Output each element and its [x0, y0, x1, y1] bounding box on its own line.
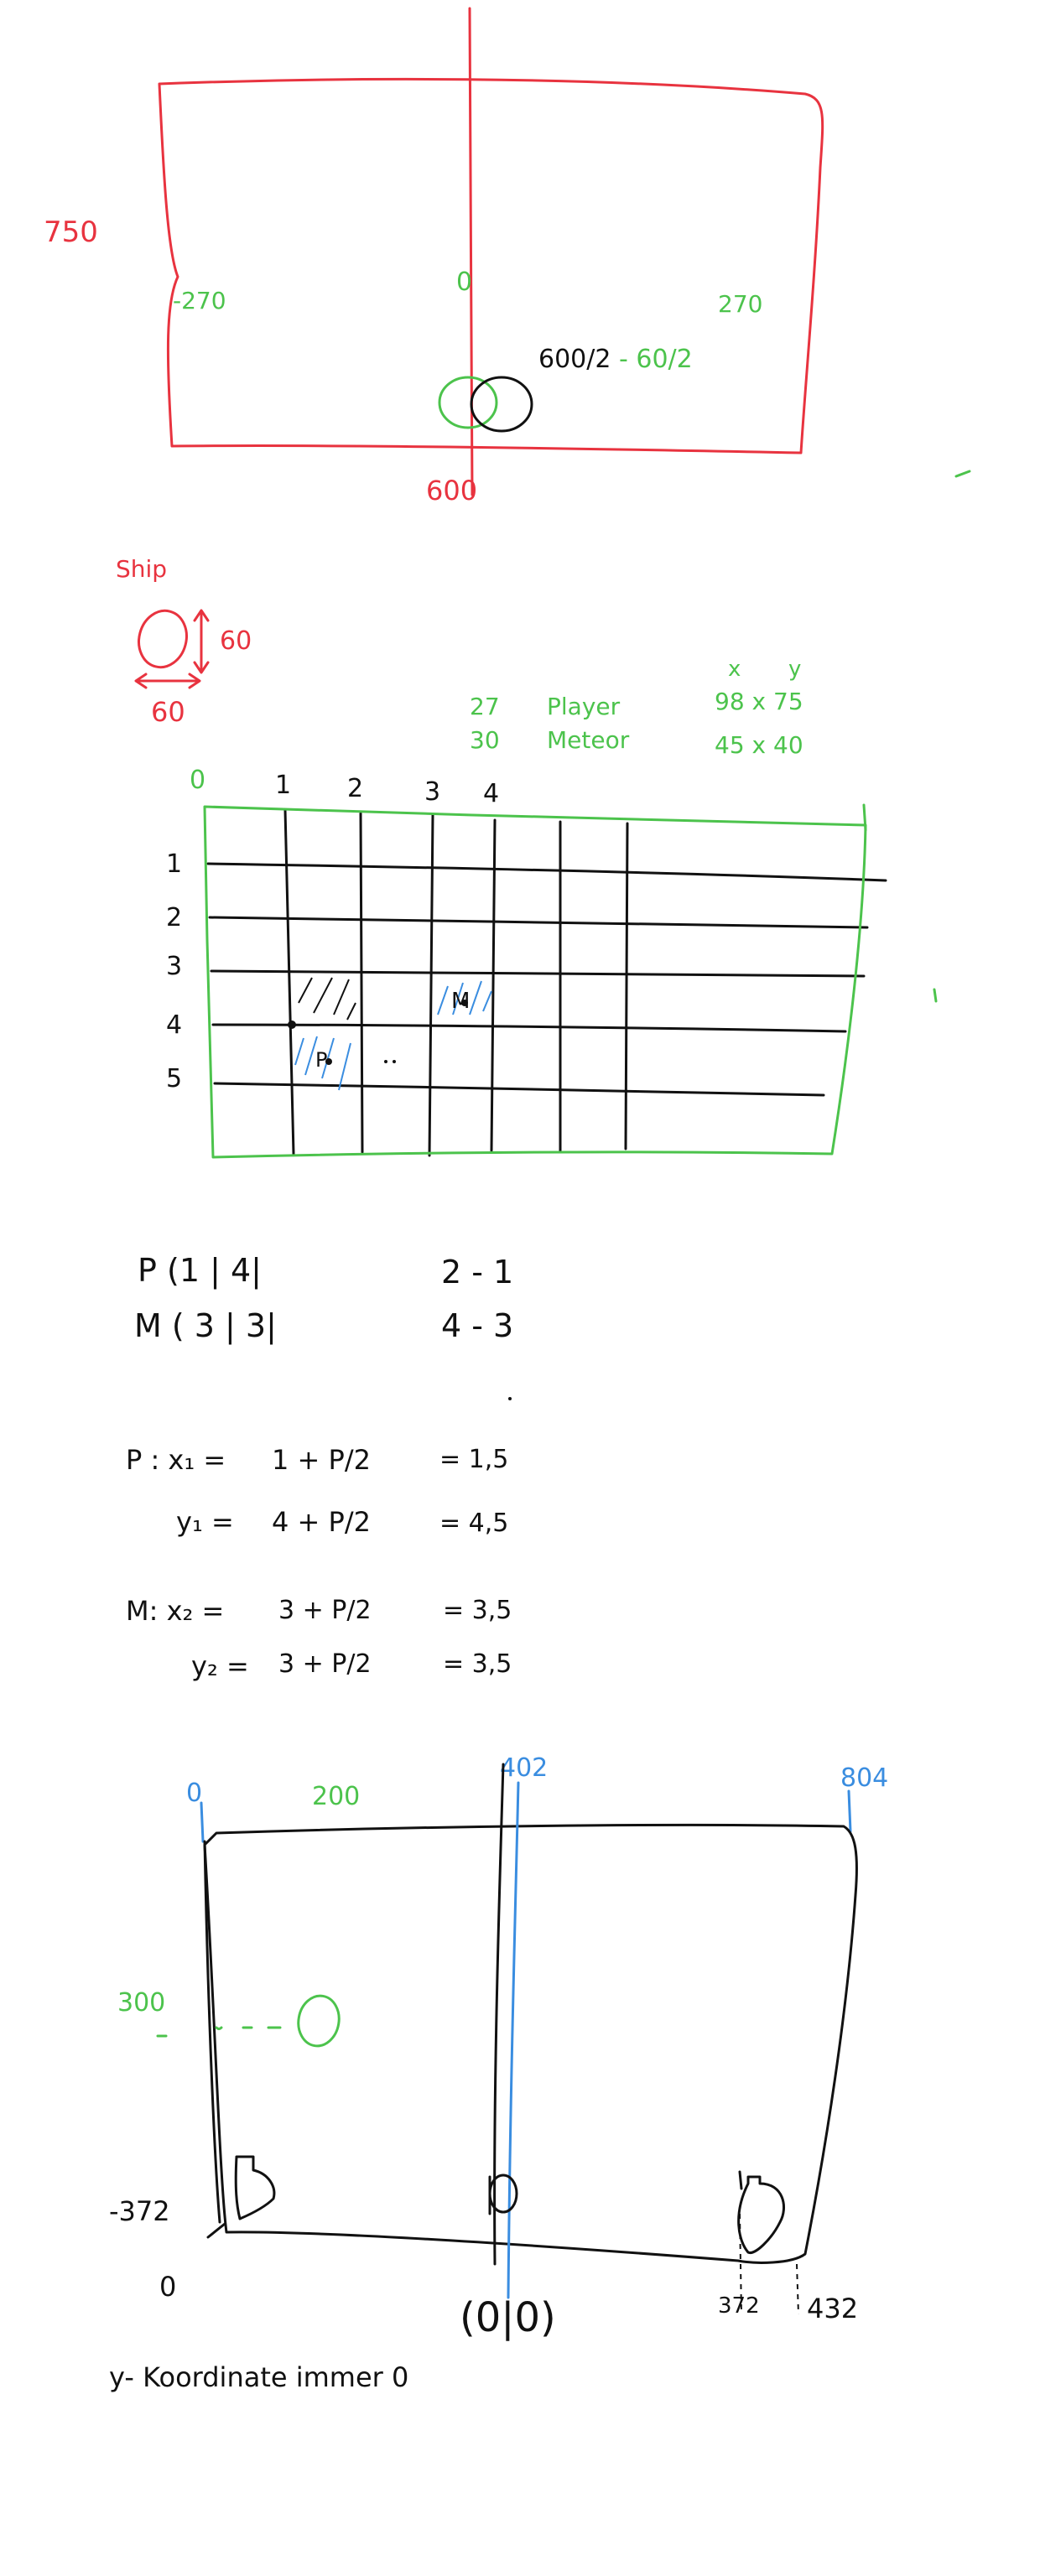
height-arrow — [193, 609, 210, 674]
height-label: 750 — [44, 216, 98, 249]
section-world-sketch: 0 402 804 200 300 -372 0 (0|0) 372 432 y… — [109, 1753, 888, 2393]
player-coordinates: P (1 | 4| — [138, 1252, 262, 1290]
eq2-mid: 4 + P/2 — [272, 1506, 371, 1538]
ship-height-label: 60 — [220, 626, 252, 656]
eq4-right: = 3,5 — [443, 1649, 512, 1679]
left-x-label: -270 — [173, 287, 226, 314]
eq2-left: y₁ = — [176, 1506, 234, 1538]
hatch-cell-player — [294, 1036, 351, 1091]
table-header-x: x — [728, 657, 741, 682]
eq1-mid: 1 + P/2 — [272, 1444, 371, 1476]
x-right-marker — [847, 1789, 852, 1833]
x-origin-marker — [200, 1801, 205, 1843]
grid-lines — [206, 808, 887, 1157]
grid-border-tick — [862, 803, 867, 832]
dashed-guide — [215, 2026, 282, 2030]
player-marker: P — [315, 1048, 327, 1072]
dash-432 — [796, 2263, 799, 2315]
eq3-right: = 3,5 — [443, 1596, 512, 1625]
eq1-left: P : x₁ = — [126, 1444, 226, 1476]
row1-name: Player — [547, 693, 621, 720]
label-zero: 0 — [159, 2271, 176, 2303]
x-right-label: 804 — [840, 1763, 888, 1793]
left-cannon — [234, 2155, 276, 2220]
formula-half-width: 600/2 — [538, 345, 611, 374]
hatch-cell-row3 — [298, 977, 356, 1021]
world-frame-corner — [206, 2222, 226, 2239]
grid-row-label-1: 1 — [166, 849, 182, 879]
meteor-marker: M — [451, 989, 470, 1014]
grid-border — [203, 805, 867, 1159]
ship-outline — [138, 609, 188, 669]
section-grid: x y 27 Player 98 x 75 30 Meteor 45 x 40 … — [166, 657, 938, 1159]
label-372: 372 — [718, 2293, 760, 2319]
grid-dot-a — [384, 1060, 387, 1063]
grid-row-label-4: 4 — [166, 1010, 182, 1040]
row1-size: 98 x 75 — [715, 688, 803, 715]
x-origin-label: 0 — [186, 1779, 202, 1808]
section-formulas: P (1 | 4| 2 - 1 M ( 3 | 3| 4 - 3 P : x₁ … — [126, 1252, 513, 1682]
formula-half-ship: - 60/2 — [619, 345, 693, 374]
grid-stray-mark — [933, 988, 938, 1003]
grid-dot-b — [393, 1060, 396, 1063]
table-header-y: y — [788, 657, 801, 682]
meteor-difference: 4 - 3 — [441, 1307, 513, 1344]
label-432: 432 — [807, 2293, 858, 2324]
grid-col-label-1: 1 — [275, 771, 291, 800]
grid-row-label-3: 3 — [166, 952, 182, 981]
right-cannon — [737, 2175, 785, 2254]
target-circle — [297, 1994, 341, 2048]
eq3-mid: 3 + P/2 — [278, 1596, 372, 1625]
world-frame — [203, 1823, 858, 2264]
right-x-label: 270 — [718, 290, 762, 318]
dash-372 — [739, 2213, 742, 2315]
origin-label: (0|0) — [460, 2294, 556, 2341]
grid-col-label-2: 2 — [347, 774, 363, 803]
meteor-coordinates: M ( 3 | 3| — [134, 1307, 277, 1345]
right-cannon-tick — [738, 2170, 743, 2190]
x-mid-label: 402 — [500, 1753, 548, 1783]
hatch-cell-meteor — [437, 980, 492, 1015]
eq4-mid: 3 + P/2 — [278, 1649, 372, 1679]
grid-col-label-0: 0 — [190, 766, 205, 795]
eq2-right: = 4,5 — [439, 1509, 508, 1538]
label-200: 200 — [312, 1782, 360, 1811]
center-line-blue — [507, 1781, 520, 2299]
player-difference: 2 - 1 — [441, 1254, 513, 1291]
grid-row-label-5: 5 — [166, 1064, 182, 1093]
ship-title: Ship — [116, 555, 167, 583]
eq4-left: y₂ = — [191, 1650, 249, 1682]
player-center-dot — [325, 1058, 332, 1065]
eq1-right: = 1,5 — [439, 1445, 508, 1474]
row2-number: 30 — [470, 726, 500, 754]
stray-mark — [954, 470, 971, 478]
grid-intersection-dot — [288, 1021, 296, 1029]
center-x-label: 0 — [456, 267, 472, 297]
center-line-black — [493, 1763, 505, 2266]
window-frame — [158, 77, 824, 454]
middle-cannon-ball — [488, 2174, 518, 2214]
width-label: 600 — [426, 475, 477, 506]
grid-col-label-3: 3 — [424, 777, 440, 807]
label-300: 300 — [117, 1988, 165, 2018]
ship-offset-circle — [470, 376, 533, 433]
meteor-center-dot — [461, 1000, 468, 1006]
grid-col-label-4: 4 — [483, 779, 499, 808]
row1-number: 27 — [470, 693, 500, 720]
section-window-sketch: 750 600 -270 0 270 600/2 - 60/2 — [44, 7, 971, 506]
label-neg372: -372 — [109, 2195, 170, 2227]
row2-name: Meteor — [547, 726, 630, 754]
ship-position-circle — [438, 376, 498, 429]
section-ship-size: Ship 60 60 — [116, 555, 252, 728]
row2-size: 45 x 40 — [715, 731, 803, 759]
vertical-center-line — [468, 7, 474, 496]
grid-row-label-2: 2 — [166, 903, 182, 932]
y-coordinate-note: y- Koordinate immer 0 — [109, 2361, 408, 2393]
stray-dot — [508, 1397, 512, 1400]
width-arrow — [134, 673, 201, 689]
eq3-left: M: x₂ = — [126, 1595, 224, 1627]
ship-width-label: 60 — [151, 696, 185, 728]
world-frame-left-edge — [203, 1840, 221, 2224]
